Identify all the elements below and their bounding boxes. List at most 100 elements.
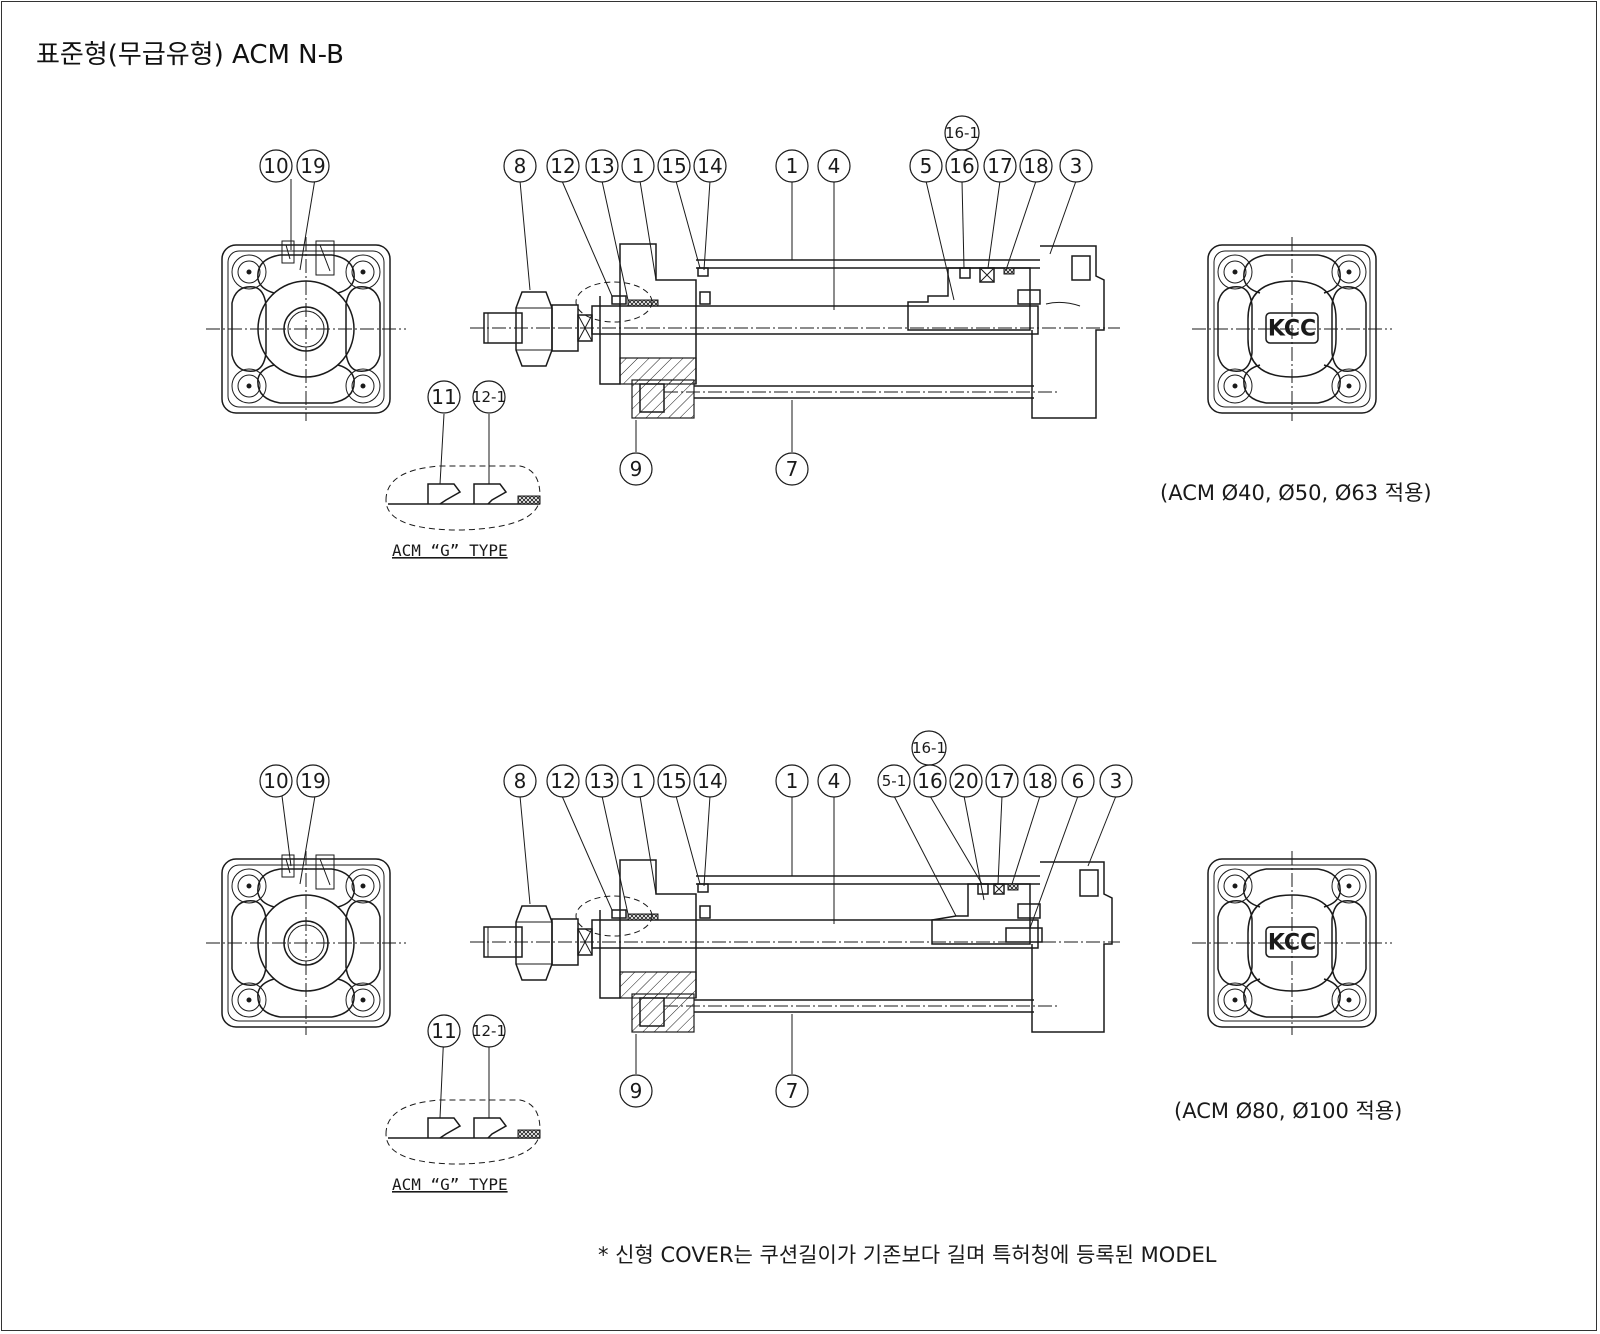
svg-text:4: 4 [828, 769, 841, 793]
cylinder-section-2 [470, 859, 1120, 1033]
cylinder-section-1 [470, 243, 1120, 419]
callout: 9 [619, 452, 653, 486]
svg-text:1: 1 [786, 769, 799, 793]
svg-text:19: 19 [300, 769, 325, 793]
applicable-sizes-2: (ACM Ø80, Ø100 적용) [1174, 1099, 1402, 1123]
callout: 6 [1061, 764, 1095, 798]
callout: 5 [909, 149, 943, 183]
callout: 13 [585, 764, 619, 798]
callout: 17 [983, 149, 1017, 183]
svg-text:15: 15 [661, 769, 686, 793]
callout: 8 [503, 764, 537, 798]
svg-text:7: 7 [786, 457, 799, 481]
svg-text:12-1: 12-1 [472, 1022, 506, 1040]
svg-text:9: 9 [630, 457, 643, 481]
svg-text:13: 13 [589, 154, 614, 178]
callouts-1: 16-1 10 19 8 12 13 1 15 14 1 4 5 16 17 1… [259, 115, 1093, 486]
svg-text:5: 5 [920, 154, 933, 178]
callout: 9 [619, 1074, 653, 1108]
g-type-label-2: ACM “G” TYPE [392, 1175, 508, 1194]
svg-text:1: 1 [632, 769, 645, 793]
svg-text:8: 8 [514, 154, 527, 178]
callout: 16 [913, 764, 947, 798]
callout: 12 [546, 149, 580, 183]
callout: 17 [985, 764, 1019, 798]
callout: 7 [775, 1074, 809, 1108]
svg-text:16-1: 16-1 [945, 124, 979, 142]
svg-text:11: 11 [431, 1019, 456, 1043]
callout: 11 [427, 380, 461, 414]
svg-text:4: 4 [828, 154, 841, 178]
svg-text:1: 1 [786, 154, 799, 178]
svg-text:14: 14 [697, 769, 722, 793]
kcc-logo: KCC [1268, 931, 1316, 956]
leader-lines-2 [281, 795, 1117, 1119]
callout-raised: 16-1 [911, 730, 947, 766]
assembly-2: KCC ACM “G” TYPE [205, 730, 1402, 1194]
footnote: * 신형 COVER는 쿠션길이가 기존보다 길며 특허청에 등록된 MODEL [598, 1243, 1217, 1267]
svg-text:19: 19 [300, 154, 325, 178]
svg-text:10: 10 [263, 769, 288, 793]
svg-text:1: 1 [632, 154, 645, 178]
callout: 12 [546, 764, 580, 798]
svg-text:17: 17 [989, 769, 1014, 793]
callout: 1 [775, 149, 809, 183]
callout: 12-1 [472, 1014, 506, 1048]
callout: 12-1 [472, 380, 506, 414]
callout: 13 [585, 149, 619, 183]
callout: 1 [621, 764, 655, 798]
tail-cover-view-2: KCC [1191, 850, 1393, 1036]
svg-text:13: 13 [589, 769, 614, 793]
svg-text:10: 10 [263, 154, 288, 178]
svg-text:20: 20 [953, 769, 978, 793]
callout: 3 [1059, 149, 1093, 183]
callout-raised: 16-1 [944, 115, 980, 151]
head-cover-view-2 [205, 850, 407, 1036]
callout: 16 [945, 149, 979, 183]
kcc-logo: KCC [1268, 317, 1316, 342]
callout: 4 [817, 764, 851, 798]
g-type-detail-2: ACM “G” TYPE [385, 1099, 541, 1194]
callout: 15 [657, 149, 691, 183]
callout: 18 [1019, 149, 1053, 183]
callouts-2: 16-1 10 19 8 12 13 1 15 14 1 4 5-1 16 20… [259, 730, 1133, 1108]
svg-text:18: 18 [1023, 154, 1048, 178]
callout: 15 [657, 764, 691, 798]
svg-text:12: 12 [550, 769, 575, 793]
applicable-sizes-1: (ACM Ø40, Ø50, Ø63 적용) [1160, 481, 1432, 505]
svg-text:7: 7 [786, 1079, 799, 1103]
svg-text:5-1: 5-1 [882, 772, 907, 790]
callout: 19 [296, 764, 330, 798]
svg-text:9: 9 [630, 1079, 643, 1103]
callout: 3 [1099, 764, 1133, 798]
svg-text:15: 15 [661, 154, 686, 178]
svg-text:11: 11 [431, 385, 456, 409]
g-type-detail-1: ACM “G” TYPE [385, 465, 541, 560]
g-type-label-1: ACM “G” TYPE [392, 541, 508, 560]
leader-lines-1 [290, 178, 1077, 485]
callout: 10 [259, 149, 293, 183]
callout: 10 [259, 764, 293, 798]
callout: 18 [1023, 764, 1057, 798]
callout: 4 [817, 149, 851, 183]
callout: 19 [296, 149, 330, 183]
svg-text:3: 3 [1070, 154, 1083, 178]
callout: 1 [775, 764, 809, 798]
svg-text:18: 18 [1027, 769, 1052, 793]
page-title: 표준형(무급유형) ACM N-B [36, 40, 344, 70]
callout: 20 [949, 764, 983, 798]
svg-text:17: 17 [987, 154, 1012, 178]
head-cover-view-1 [205, 236, 407, 422]
callout: 8 [503, 149, 537, 183]
callout: 5-1 [877, 764, 911, 798]
callout: 1 [621, 149, 655, 183]
svg-text:3: 3 [1110, 769, 1123, 793]
svg-text:16-1: 16-1 [912, 739, 946, 757]
callout: 11 [427, 1014, 461, 1048]
callout: 14 [693, 764, 727, 798]
svg-text:6: 6 [1072, 769, 1085, 793]
svg-text:12: 12 [550, 154, 575, 178]
callout: 14 [693, 149, 727, 183]
svg-text:14: 14 [697, 154, 722, 178]
